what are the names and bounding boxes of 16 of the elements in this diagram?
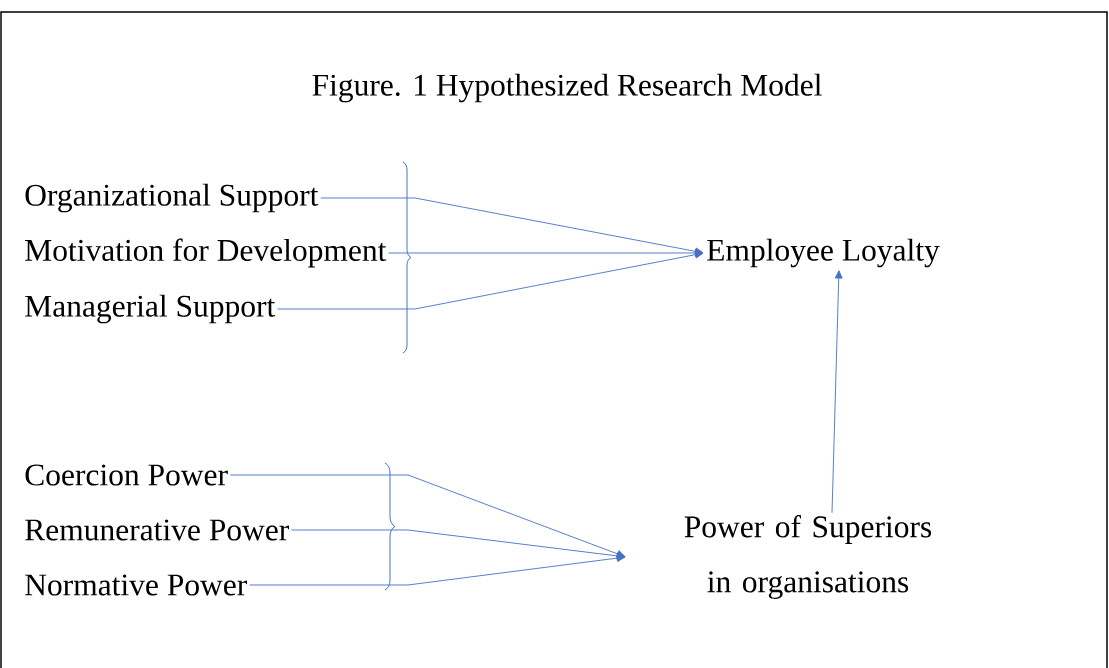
arrow <box>249 554 626 586</box>
title: Figure. 1 Hypothesized Research Model <box>312 73 822 103</box>
node-label: Normative Power <box>25 574 247 596</box>
node-label: Organizational Support <box>25 183 319 213</box>
arrow <box>388 249 704 257</box>
arrow <box>320 197 704 256</box>
arrow <box>831 270 843 514</box>
arrow <box>277 250 704 310</box>
node-label: Coercion Power <box>25 464 228 486</box>
node-label: Power of Superiors in organisations <box>684 515 932 599</box>
arrow <box>291 529 626 560</box>
node-label: Managerial Support <box>25 294 276 324</box>
arrow <box>229 474 626 558</box>
node-label: Motivation for Development <box>25 238 387 268</box>
node-label: Employee Loyalty <box>707 238 940 268</box>
node-label: Remunerative Power <box>25 519 289 541</box>
